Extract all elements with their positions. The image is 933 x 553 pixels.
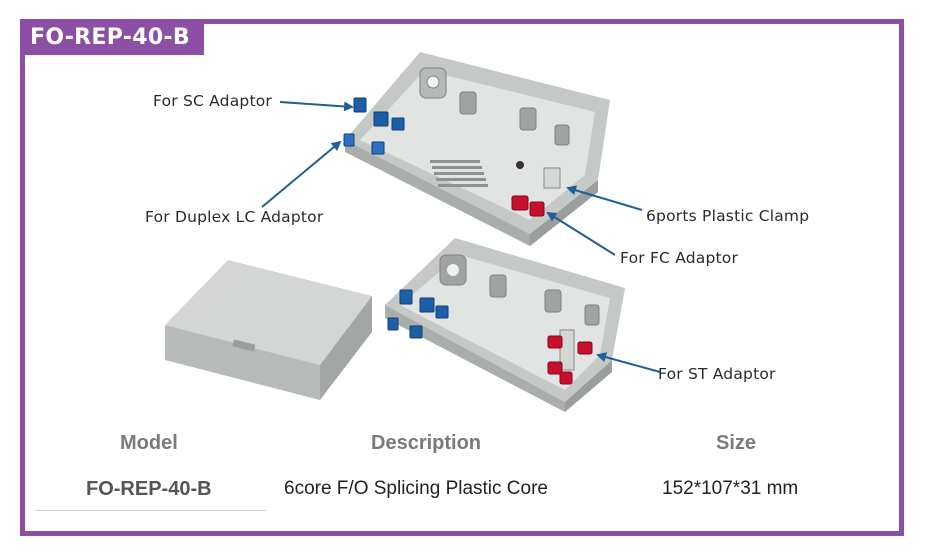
- callout-sc-adaptor: For SC Adaptor: [153, 92, 272, 110]
- product-illustration: [165, 52, 661, 412]
- callout-arrows: [261, 101, 661, 373]
- cell-model: FO-REP-40-B: [86, 478, 212, 500]
- product-tag: FO-REP-40-B: [20, 19, 204, 55]
- callout-fc-adaptor: For FC Adaptor: [620, 249, 739, 267]
- cell-description: 6core F/O Splicing Plastic Core: [284, 478, 548, 499]
- enclosure-top: [343, 52, 610, 246]
- header-size: Size: [716, 432, 757, 454]
- enclosure-bottom: [385, 238, 625, 412]
- enclosure-lid: [165, 260, 372, 400]
- callout-plastic-clamp: 6ports Plastic Clamp: [646, 207, 810, 225]
- header-model: Model: [120, 432, 178, 454]
- header-description: Description: [371, 432, 482, 454]
- row-divider: [36, 510, 266, 511]
- callout-st-adaptor: For ST Adaptor: [658, 365, 776, 383]
- cell-size: 152*107*31 mm: [662, 478, 799, 499]
- callout-duplex-lc-adaptor: For Duplex LC Adaptor: [145, 208, 324, 226]
